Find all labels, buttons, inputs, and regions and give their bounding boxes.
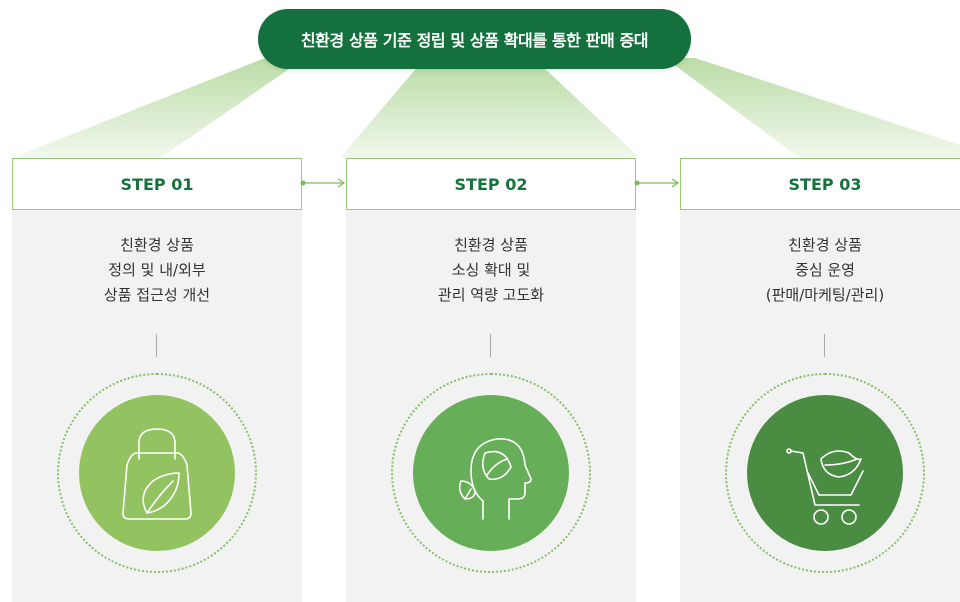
beam-left <box>12 58 305 158</box>
desc-line: 중심 운영 <box>795 261 855 279</box>
step-description: 친환경 상품 소싱 확대 및 관리 역량 고도화 <box>346 233 636 308</box>
step-label: STEP 02 <box>346 158 636 210</box>
step-label: STEP 01 <box>12 158 302 210</box>
connector-line <box>156 334 157 357</box>
dotted-ring <box>391 373 591 573</box>
icon-circle <box>79 395 235 551</box>
arrow-right-icon <box>634 178 680 188</box>
desc-line: 친환경 상품 <box>454 236 528 254</box>
arrow-right-icon <box>300 178 346 188</box>
cart-leaf-icon <box>786 448 864 525</box>
title-pill: 친환경 상품 기준 정립 및 상품 확대를 통한 판매 증대 <box>258 9 691 69</box>
beam-center <box>340 64 640 158</box>
desc-line: 상품 접근성 개선 <box>103 286 211 304</box>
step-column-2: STEP 02 친환경 상품 소싱 확대 및 관리 역량 고도화 <box>346 158 636 602</box>
step-column-3: STEP 03 친환경 상품 중심 운영 (판매/마케팅/관리) <box>680 158 960 602</box>
shopping-bag-leaf-icon <box>122 428 192 520</box>
desc-line: 관리 역량 고도화 <box>437 286 545 304</box>
connector-line <box>824 334 825 357</box>
connector-line <box>490 334 491 357</box>
head-leaf-icon <box>458 438 532 520</box>
desc-line: 소싱 확대 및 <box>451 261 531 279</box>
icon-circle <box>413 395 569 551</box>
step-description: 친환경 상품 중심 운영 (판매/마케팅/관리) <box>680 233 960 308</box>
step-description: 친환경 상품 정의 및 내/외부 상품 접근성 개선 <box>12 233 302 308</box>
beam-right <box>665 58 960 158</box>
step-column-1: STEP 01 친환경 상품 정의 및 내/외부 상품 접근성 개선 <box>12 158 302 602</box>
icon-circle <box>747 395 903 551</box>
dotted-ring <box>57 373 257 573</box>
desc-line: (판매/마케팅/관리) <box>765 286 885 304</box>
desc-line: 친환경 상품 <box>788 236 862 254</box>
step-label: STEP 03 <box>680 158 960 210</box>
dotted-ring <box>725 373 925 573</box>
desc-line: 정의 및 내/외부 <box>108 261 206 279</box>
desc-line: 친환경 상품 <box>120 236 194 254</box>
